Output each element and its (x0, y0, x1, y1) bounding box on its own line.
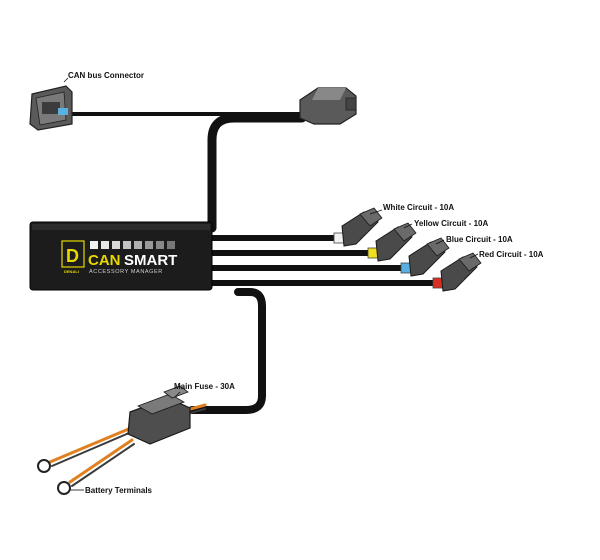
indicator-lights (90, 241, 175, 249)
cansmart-module: D DENALI CAN SMART ACCESSORY MANAGER (29, 221, 213, 291)
can-junction-connector (299, 87, 357, 125)
can-bus-connector (29, 85, 73, 131)
red-circuit-label: Red Circuit - 10A (479, 250, 544, 259)
white-circuit-connector (333, 207, 383, 247)
brand-smart: SMART (124, 252, 177, 269)
battery-wire-black-lower (71, 443, 135, 487)
power-cable (188, 288, 266, 414)
battery-wire-orange-lower (68, 438, 134, 484)
can-bus-label: CAN bus Connector (68, 71, 144, 80)
ring-terminal-upper (37, 459, 51, 473)
red-circuit-connector (432, 252, 482, 292)
battery-terminals-label: Battery Terminals (85, 486, 153, 495)
cables (64, 112, 438, 414)
yellow-circuit-label: Yellow Circuit - 10A (414, 219, 488, 228)
logo-small-text: DENALI (64, 269, 79, 274)
label-leaders (63, 77, 479, 491)
ring-terminal-lower (57, 481, 71, 495)
denali-logo (61, 240, 85, 268)
module-to-can-cable (207, 113, 307, 233)
module-body (29, 221, 213, 291)
blue-circuit-label: Blue Circuit - 10A (446, 235, 513, 244)
battery-terminals (37, 459, 71, 495)
blue-circuit-connector (400, 237, 450, 277)
main-fuse-label: Main Fuse - 30A (174, 382, 235, 391)
logo-letter: D (66, 246, 79, 266)
white-circuit-label: White Circuit - 10A (383, 203, 454, 212)
brand-can: CAN (88, 252, 121, 269)
brand-subtitle: ACCESSORY MANAGER (89, 269, 163, 275)
main-fuse-holder (127, 385, 191, 445)
yellow-circuit-connector (367, 222, 417, 262)
